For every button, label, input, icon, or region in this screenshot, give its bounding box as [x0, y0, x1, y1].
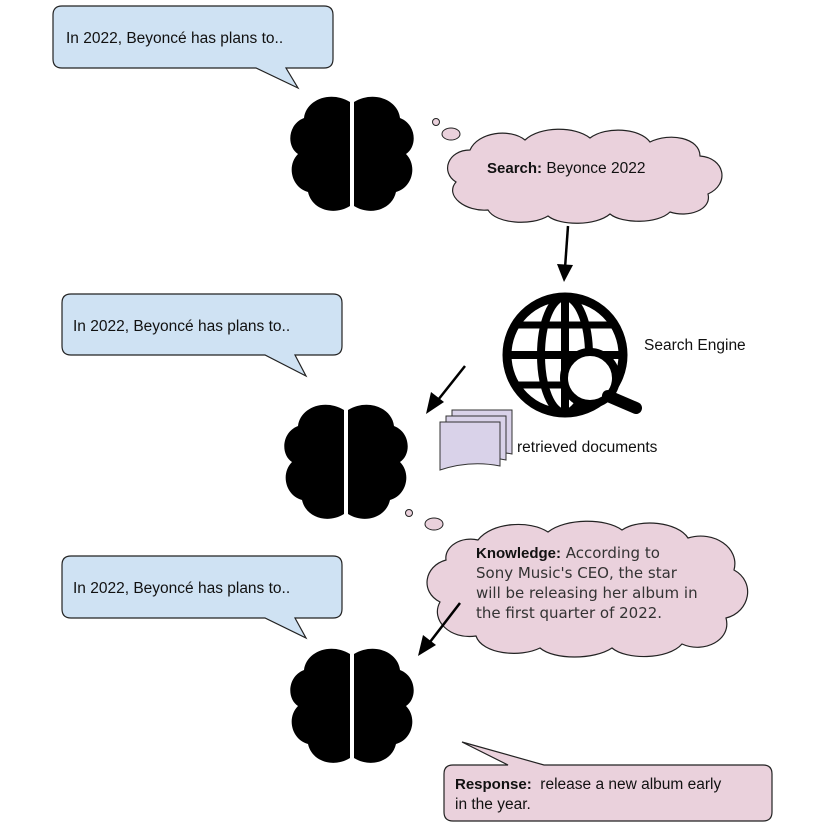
documents-label: retrieved documents	[517, 439, 658, 456]
thought-dot	[441, 127, 461, 141]
knowledge-line-4: the first quarter of 2022.	[476, 604, 662, 622]
prompt-bubble-1: In 2022, Beyoncé has plans to..	[52, 5, 334, 90]
prompt-bubble-3: In 2022, Beyoncé has plans to..	[61, 555, 343, 640]
documents-icon	[439, 409, 513, 471]
brain-icon	[290, 648, 414, 763]
brain-icon	[284, 404, 408, 519]
prompt-text-2: In 2022, Beyoncé has plans to..	[73, 318, 290, 335]
globe-search-icon	[502, 292, 642, 418]
arrow-to-brain-2	[426, 365, 466, 414]
search-text: Search: Beyonce 2022	[487, 160, 645, 177]
arrow-to-search-engine	[557, 225, 573, 282]
knowledge-cloud: Knowledge: According to Sony Music's CEO…	[426, 520, 749, 658]
knowledge-line-3: will be releasing her album in	[476, 584, 698, 602]
prompt-bubble-2: In 2022, Beyoncé has plans to..	[61, 293, 343, 378]
response-line-2: in the year.	[455, 796, 531, 813]
search-engine-label: Search Engine	[644, 337, 746, 354]
arrow-to-brain-3	[418, 602, 461, 656]
response-line-1: Response: release a new album early	[455, 776, 721, 793]
brain-icon	[290, 96, 414, 211]
knowledge-line-1: Knowledge: According to	[476, 544, 660, 562]
knowledge-line-2: Sony Music's CEO, the star	[476, 564, 678, 582]
prompt-text-1: In 2022, Beyoncé has plans to..	[66, 30, 283, 47]
thought-dot	[432, 118, 440, 126]
thought-dot	[424, 517, 444, 531]
search-cloud: Search: Beyonce 2022	[447, 128, 723, 224]
prompt-text-3: In 2022, Beyoncé has plans to..	[73, 580, 290, 597]
thought-dot	[405, 509, 413, 517]
response-bubble: Response: release a new album early in t…	[443, 741, 773, 822]
